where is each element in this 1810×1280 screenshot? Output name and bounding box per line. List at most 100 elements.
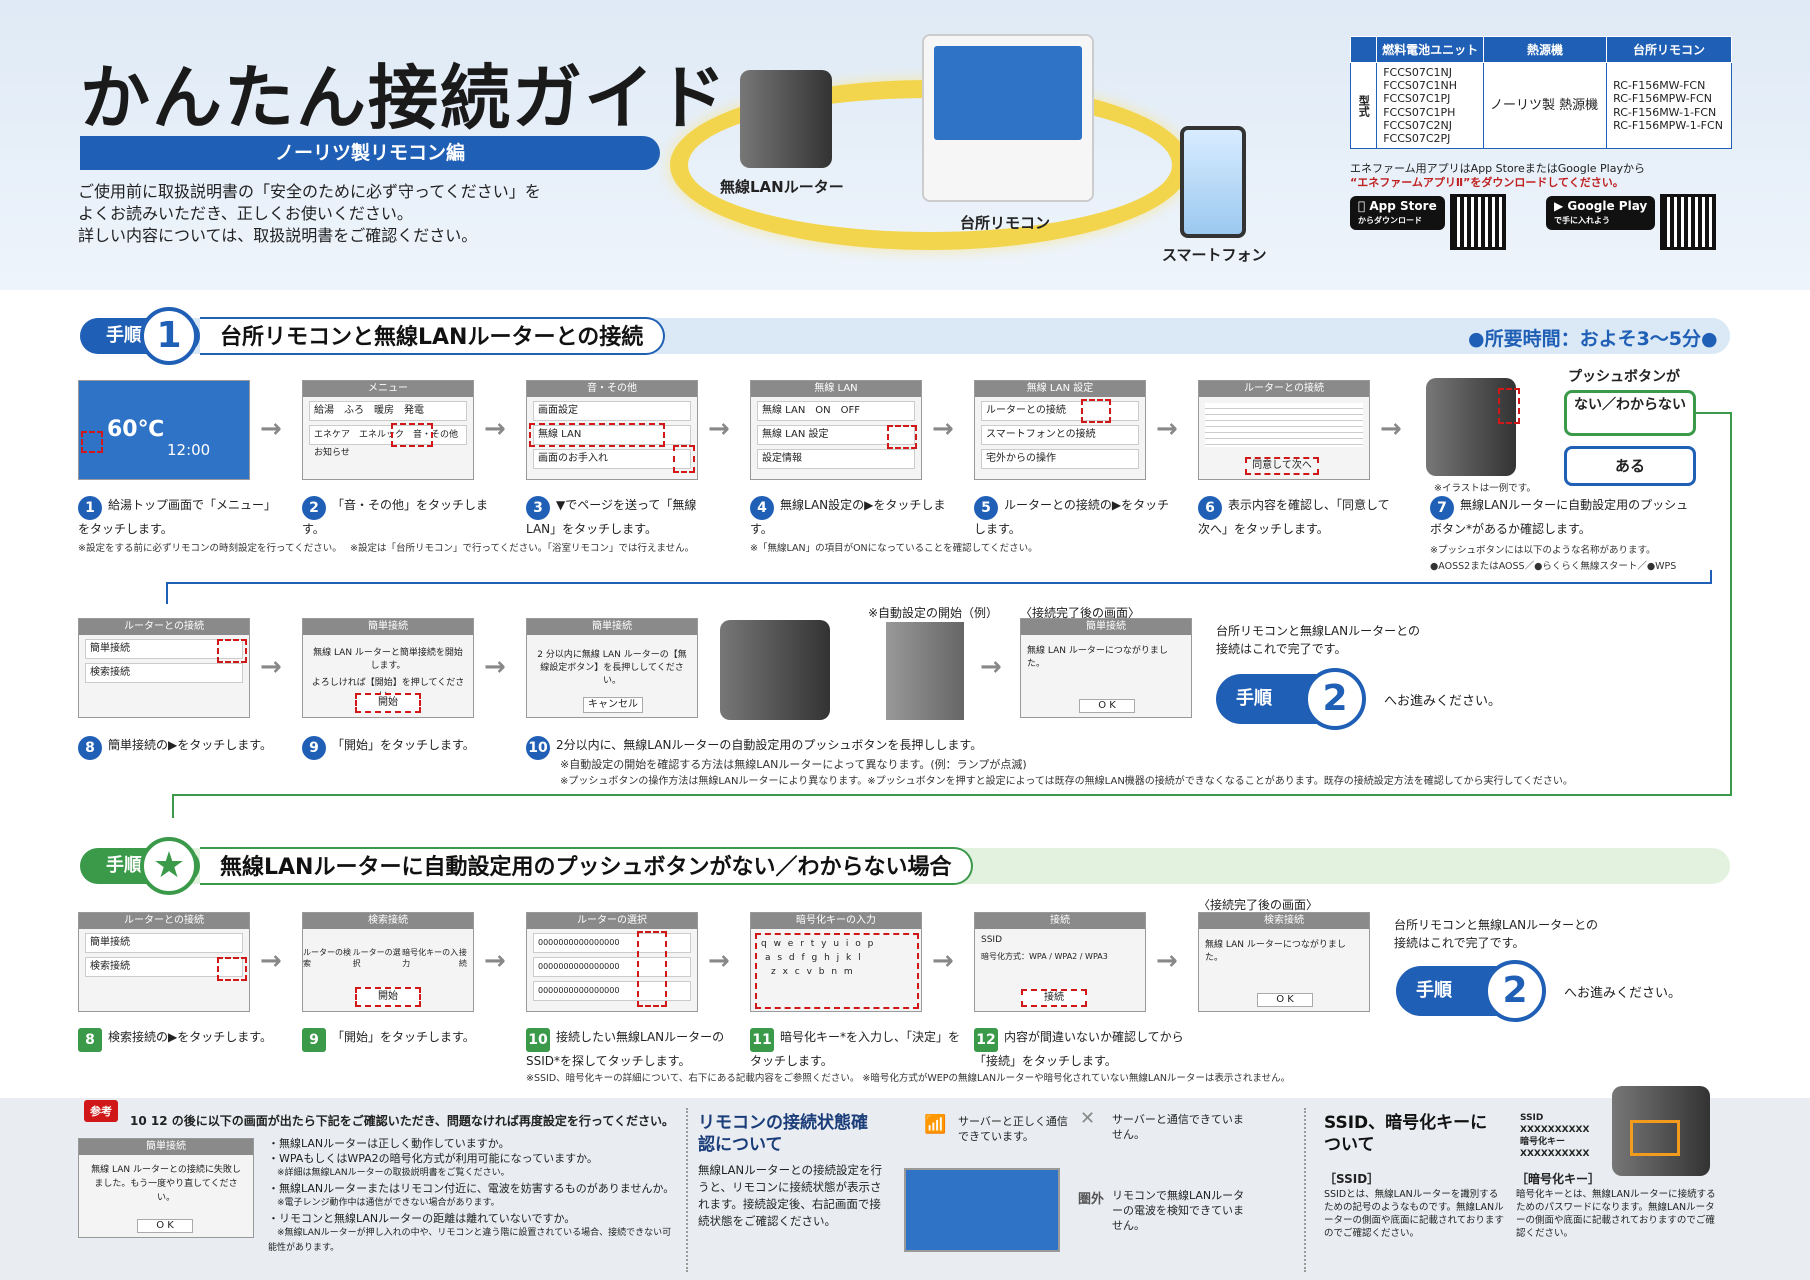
flow-line-2b [172, 794, 1732, 818]
star-icon: ★ [140, 837, 198, 895]
step-9-text: 9「開始」をタッチします。 [302, 736, 502, 760]
search-connect-highlight[interactable] [217, 957, 247, 981]
cancel-button[interactable]: キャンセル [583, 697, 643, 713]
ssid-text: SSIDとは、無線LANルーターを識別するための記号のようなものです。無線LAN… [1324, 1189, 1504, 1239]
keyboard-highlight[interactable] [755, 933, 919, 1009]
section1-time: ●所要時間：およそ3〜5分● [1468, 328, 1718, 350]
intro-line-3: 詳しい内容については、取扱説明書をご確認ください。 [78, 226, 478, 245]
flow-line-1b [166, 582, 168, 604]
push-button-highlight [1498, 388, 1520, 424]
page-title: かんたん接続ガイド [80, 57, 728, 139]
screen-5-wlan-setting: 無線 LAN 設定 ルーターとの接続 スマートフォンとの接続 宅外からの操作 [974, 380, 1146, 480]
arrow-icon: → [484, 414, 506, 444]
screen-8-router: ルーターとの接続 簡単接続 検索接続 [78, 618, 250, 718]
push-question: プッシュボタンが [1568, 369, 1680, 385]
router-illustration [740, 70, 832, 168]
other-highlight[interactable] [391, 423, 433, 447]
ssid-select-highlight[interactable] [637, 931, 667, 1007]
lamp-illustration [886, 622, 964, 720]
router-connect-highlight[interactable] [1081, 399, 1111, 423]
out-of-range-label: 圏外 [1078, 1192, 1105, 1207]
status-title: リモコンの接続状態確認について [698, 1113, 868, 1155]
arrow-icon: → [260, 946, 282, 976]
easy-connect-highlight[interactable] [217, 639, 247, 663]
key-text: 暗号化キーとは、無線LANルーターに接続するためのパスワードになります。無線LA… [1516, 1189, 1716, 1239]
ok-button[interactable]: O K [1257, 993, 1313, 1007]
screen-done-1: 簡単接続 無線 LAN ルーターにつながりました。 O K [1020, 618, 1192, 718]
screen-2-menu: メニュー 給湯 ふろ 暖房 発電 エネケア エネルック 音・その他 お知らせ [302, 380, 474, 480]
ref-title: 10 12 の後に以下の画面が出たら下記をご確認いただき、問題なければ再度設定を… [130, 1114, 674, 1128]
ok-button[interactable]: O K [1079, 699, 1135, 713]
ssid-head: ［SSID］ [1324, 1172, 1380, 1186]
divider [1304, 1108, 1306, 1272]
spec-header-fuel: 燃料電池ユニット [1376, 36, 1484, 63]
status-ok: サーバーと正しく通信できています。 [958, 1115, 1068, 1143]
wlan-setting-highlight[interactable] [887, 425, 917, 449]
app-line-2: “エネファームアプリⅡ”をダウンロードしてください。 [1350, 176, 1624, 189]
screen-s12-connect: 接続 SSID 暗号化方式：WPA / WPA2 / WPA3 接続 [974, 912, 1146, 1012]
search-start-button[interactable]: 開始 [355, 987, 421, 1007]
phone-label: スマートフォン [1162, 246, 1267, 264]
connect-button[interactable]: 接続 [1021, 989, 1087, 1007]
done-text-2: 台所リモコンと無線LANルーターとの接続はこれで完了です。 [1394, 918, 1599, 950]
ssid-title: SSID、暗号化キーについて [1324, 1113, 1488, 1155]
spec-header-heat: 熱源機 [1482, 36, 1608, 63]
push-names: ●AOSS2またはAOSS／●らくらく無線スタート／●WPS [1430, 561, 1677, 572]
agree-next-button[interactable]: 同意して次へ [1245, 457, 1319, 475]
apple-icon:  [1358, 199, 1365, 213]
push-no-option[interactable]: ない／わからない [1564, 390, 1696, 436]
error-screen: 簡単接続 無線 LAN ルーターとの接続に失敗しました。もう一度やり直してくださ… [78, 1138, 254, 1238]
ok-button[interactable]: O K [137, 1219, 193, 1233]
arrow-icon: → [708, 414, 730, 444]
screen-s8-router: ルーターとの接続 簡単接続 検索接続 [78, 912, 250, 1012]
googleplay-qr[interactable] [1660, 194, 1716, 250]
screen-s10-select: ルーターの選択 0000000000000000 000000000000000… [526, 912, 698, 1012]
screen-1-top: 60℃ 12:00 [78, 380, 250, 480]
done-label-2: 〈接続完了後の画面〉 [1198, 898, 1319, 912]
screen-s11-key: 暗号化キーの入力 q w e r t y u i o p a s d f g h… [750, 912, 922, 1012]
key-head: ［暗号化キー］ [1516, 1172, 1601, 1186]
start-button[interactable]: 開始 [355, 693, 421, 713]
arrow-icon: → [260, 652, 282, 682]
appstore-qr[interactable] [1450, 194, 1506, 250]
screen-s9-search: 検索接続 ルーターの検索ルーターの選択暗号化キーの入力接続 開始 [302, 912, 474, 1012]
status-screen [904, 1168, 1060, 1252]
step-3-text: 3▼でページを送って「無線LAN」をタッチします。 [526, 496, 697, 536]
remote-label: 台所リモコン [960, 214, 1051, 232]
section1b-note-1: ※自動設定の開始を確認する方法は無線LANルーターによって異なります。(例：ラン… [560, 758, 1027, 771]
section1b-note-2: ※プッシュボタンの操作方法は無線LANルーターにより異なります。※プッシュボタン… [560, 776, 1573, 787]
push-yes-option[interactable]: ある [1564, 446, 1696, 486]
section2-note: ※SSID、暗号化キーの詳細について、右下にある記載内容をご参照ください。 ※暗… [526, 1073, 1291, 1084]
wlan-highlight[interactable] [529, 423, 665, 447]
arrow-icon: → [1156, 946, 1178, 976]
arrow-icon: → [932, 946, 954, 976]
page-subtitle: ノーリツ製リモコン編 [80, 136, 660, 170]
spec-row-label: 型式 [1349, 61, 1378, 150]
arrow-icon: → [1380, 414, 1402, 444]
intro-line-2: よくお読みいただき、正しくお使いください。 [78, 204, 413, 223]
push-note: ※プッシュボタンには以下のような名称があります。 [1430, 545, 1656, 556]
flow-line-1 [166, 570, 1712, 584]
wifi-off-icon: ✕ [1080, 1108, 1096, 1129]
arrow-icon: → [484, 652, 506, 682]
app-line-1: エネファーム用アプリはApp StoreまたはGoogle Playから [1350, 162, 1645, 175]
spec-header-remote: 台所リモコン [1606, 36, 1732, 63]
ssid-sample: SSID XXXXXXXXXX [1520, 1113, 1590, 1135]
divider [686, 1108, 688, 1272]
menu-highlight[interactable] [81, 431, 103, 453]
next-text-2: へお進みください。 [1564, 986, 1682, 1001]
router-label-illustration [1612, 1086, 1710, 1176]
remote-illustration [922, 34, 1094, 202]
page-down-highlight[interactable] [673, 445, 695, 473]
flow-line-2 [1696, 412, 1732, 796]
wifi-icon: 📶 [924, 1114, 947, 1135]
